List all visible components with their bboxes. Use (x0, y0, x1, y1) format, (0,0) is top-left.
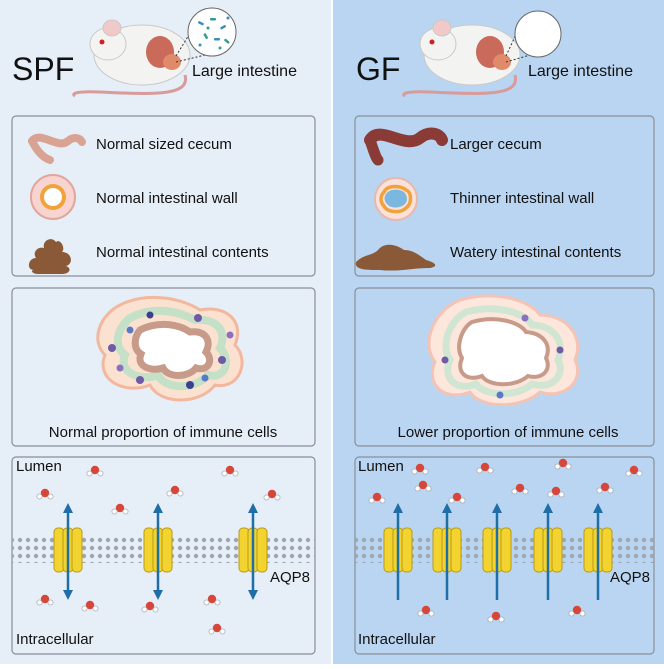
spf-title: SPF (12, 51, 74, 87)
spf-cecum-icon (28, 133, 86, 164)
gf-cecum-icon (364, 127, 448, 166)
gf-panel: GF Large intestine Larger cecum Thin (354, 10, 655, 655)
water-molecule-icon (547, 486, 565, 498)
gf-lumen-label: Lumen (358, 458, 404, 475)
gf-immune-caption: Lower proportion of immune cells (398, 424, 619, 441)
aqp8-channel (238, 503, 268, 600)
water-molecule-icon (596, 482, 614, 494)
gf-features-box (354, 115, 655, 277)
water-molecule-icon (36, 488, 54, 500)
water-molecule-icon (448, 492, 466, 504)
microbiota-magnifier (175, 7, 237, 63)
gf-intestinal-wall-icon (374, 177, 418, 221)
gf-feature-3: Watery intestinal contents (450, 244, 621, 261)
water-molecule-icon (476, 462, 494, 474)
spf-water-molecules (36, 465, 281, 635)
water-molecule-icon (414, 480, 432, 492)
aqp8-channel (482, 503, 512, 600)
gf-intestine-cross-section-icon (427, 294, 579, 407)
water-molecule-icon (368, 492, 386, 504)
water-molecule-icon (263, 489, 281, 501)
gf-title: GF (356, 51, 400, 87)
spf-features-box (11, 115, 316, 277)
spf-panel: SPF (11, 7, 316, 655)
mouse-icon (402, 19, 521, 98)
spf-intestinal-wall-icon (30, 174, 76, 220)
water-molecule-icon (487, 611, 505, 623)
water-molecule-icon (511, 483, 529, 495)
gf-feature-2: Thinner intestinal wall (450, 190, 594, 207)
aqp8-channel (533, 503, 563, 600)
spf-feature-2: Normal intestinal wall (96, 190, 238, 207)
spf-immune-caption: Normal proportion of immune cells (49, 424, 277, 441)
aqp8-channel (583, 503, 613, 600)
water-molecule-icon (411, 463, 429, 475)
spf-aqp8-channels (53, 503, 268, 600)
gf-immune-box (354, 287, 655, 447)
water-molecule-icon (166, 485, 184, 497)
water-molecule-icon (625, 465, 643, 477)
aqp8-channel (383, 503, 413, 600)
spf-immune-box (11, 287, 316, 447)
spf-intracellular-label: Intracellular (16, 631, 94, 648)
spf-organ-label: Large intestine (192, 63, 297, 80)
spf-feature-3: Normal intestinal contents (96, 244, 269, 261)
water-molecule-icon (141, 601, 159, 613)
water-molecule-icon (221, 465, 239, 477)
mouse-icon (72, 19, 191, 98)
spf-lumen-label: Lumen (16, 458, 62, 475)
gf-intestinal-contents-icon (355, 244, 436, 271)
germ-free-magnifier (505, 10, 562, 63)
gf-aqp8-channels (383, 503, 613, 600)
water-molecule-icon (203, 594, 221, 606)
spf-intestinal-contents-icon (28, 239, 71, 274)
water-molecule-icon (417, 605, 435, 617)
gf-organ-label: Large intestine (528, 63, 633, 80)
aqp8-channel (143, 503, 173, 600)
water-molecule-icon (208, 623, 226, 635)
water-molecule-icon (554, 458, 572, 470)
bacteria-icon (197, 16, 230, 50)
water-molecule-icon (86, 465, 104, 477)
water-molecule-icon (81, 600, 99, 612)
spf-feature-1: Normal sized cecum (96, 136, 232, 153)
water-molecule-icon (36, 594, 54, 606)
water-molecule-icon (111, 503, 129, 515)
spf-channel-label: AQP8 (270, 569, 310, 586)
spf-intestine-cross-section-icon (96, 295, 244, 402)
gf-channel-label: AQP8 (610, 569, 650, 586)
gf-intracellular-label: Intracellular (358, 631, 436, 648)
aqp8-channel (432, 503, 462, 600)
water-molecule-icon (568, 605, 586, 617)
gf-feature-1: Larger cecum (450, 136, 542, 153)
aqp8-channel (53, 503, 83, 600)
gf-water-molecules (368, 458, 643, 623)
